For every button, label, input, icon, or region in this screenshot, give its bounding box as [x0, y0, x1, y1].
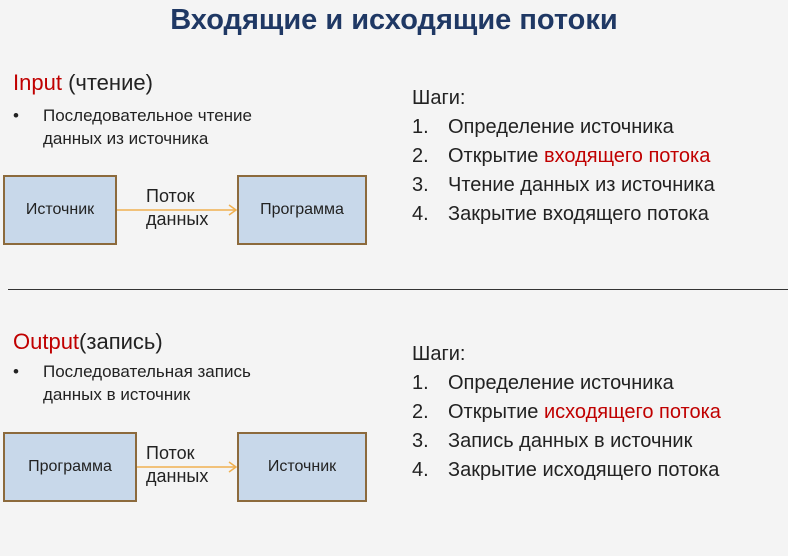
step-item: 4.Закрытие исходящего потока [412, 459, 720, 481]
input-bullet: • Последовательное чтение данных из исто… [13, 104, 343, 150]
diagram-source-box: Источник [237, 432, 367, 502]
output-bullet: • Последовательная запись данных в источ… [13, 360, 343, 406]
bullet-dot: • [13, 362, 19, 381]
steps-title: Шаги: [412, 87, 466, 109]
diagram-program-box: Программа [237, 175, 367, 245]
bullet-line: Последовательное чтение [43, 106, 252, 125]
output-heading: Output(запись) [13, 329, 163, 355]
step-item: 3.Чтение данных из источника [412, 174, 715, 196]
output-paren: (запись) [79, 329, 163, 354]
arrow-icon [117, 204, 238, 216]
divider [8, 289, 788, 290]
flow-line: Поток [146, 443, 195, 463]
output-steps: Шаги: 1.Определение источника 2.Открытие… [412, 340, 721, 485]
step-item: 1.Определение источника [412, 372, 674, 394]
flow-label: Поток данных [146, 442, 208, 488]
bullet-dot: • [13, 106, 19, 125]
steps-title: Шаги: [412, 343, 466, 365]
step-item: 2.Открытие исходящего потока [412, 401, 721, 423]
slide-title: Входящие и исходящие потоки [170, 4, 618, 36]
flow-line: Поток [146, 186, 195, 206]
bullet-line: данных в источник [43, 385, 191, 404]
flow-line: данных [146, 466, 209, 486]
step-item: 4.Закрытие входящего потока [412, 203, 709, 225]
input-paren: (чтение) [68, 70, 153, 95]
diagram-source-box: Источник [3, 175, 117, 245]
bullet-line: Последовательная запись [43, 362, 251, 381]
step-item: 2.Открытие входящего потока [412, 145, 711, 167]
arrow-icon [137, 461, 238, 473]
flow-label: Поток данных [146, 185, 208, 231]
step-item: 3.Запись данных в источник [412, 430, 693, 452]
bullet-line: данных из источника [43, 129, 209, 148]
step-item: 1.Определение источника [412, 116, 674, 138]
flow-line: данных [146, 209, 209, 229]
diagram-program-box: Программа [3, 432, 137, 502]
input-label: Input [13, 70, 62, 95]
output-label: Output [13, 329, 80, 354]
input-heading: Input (чтение) [13, 70, 153, 96]
input-steps: Шаги: 1.Определение источника 2.Открытие… [412, 84, 715, 229]
